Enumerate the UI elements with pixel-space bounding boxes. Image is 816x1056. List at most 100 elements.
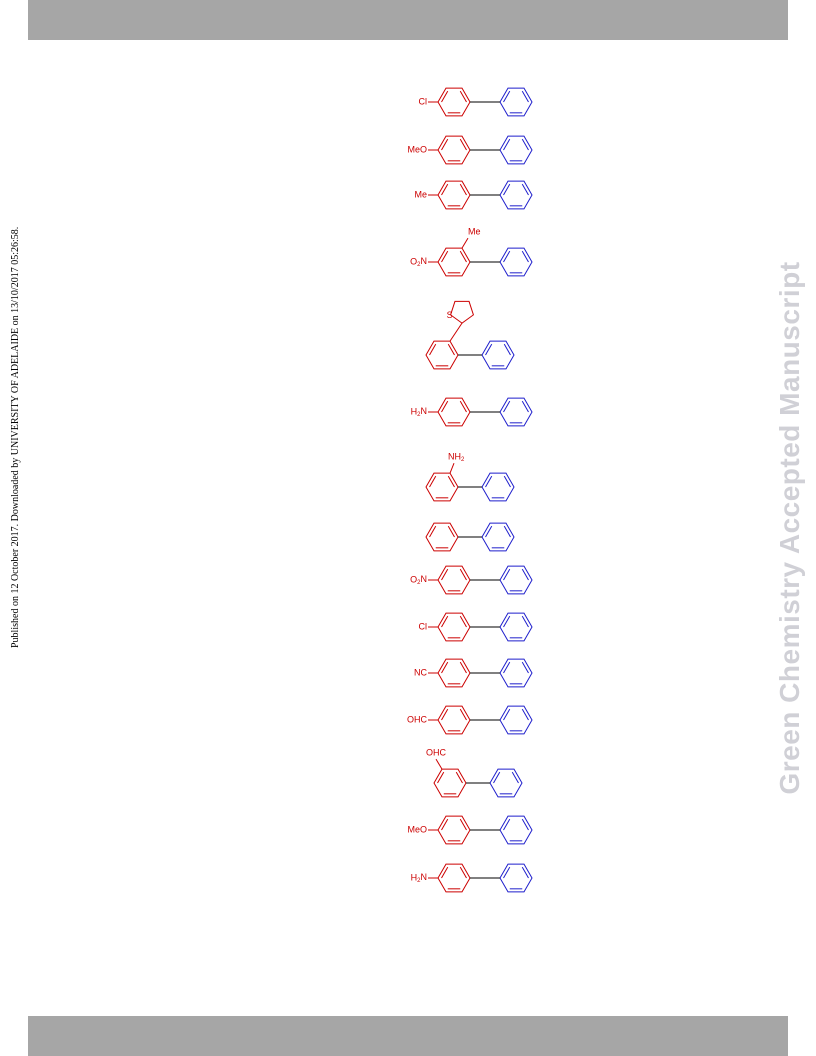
- red-ring-double-bond-2: [459, 661, 467, 674]
- red-ring-double-bond-1: [441, 138, 449, 151]
- heteroatom-label: S: [447, 310, 453, 320]
- meta-label: OHC: [426, 748, 447, 758]
- structure-5: S: [425, 300, 515, 370]
- red-ring-double-bond-2: [459, 183, 467, 196]
- blue-ring-double-bond-2: [521, 866, 529, 879]
- thiophene-ring: [449, 300, 475, 324]
- blue-ring: [481, 340, 515, 370]
- blue-ring-double-bond-2: [521, 138, 529, 151]
- structure-9: O2N: [410, 565, 533, 595]
- red-ring-double-bond-1: [441, 866, 449, 879]
- red-ring-double-bond-2: [459, 708, 467, 721]
- structure-10: Cl: [419, 612, 533, 642]
- blue-ring: [481, 472, 515, 502]
- red-ring: [437, 863, 471, 893]
- red-ring: [437, 705, 471, 735]
- blue-ring-double-bond-2: [503, 475, 511, 488]
- red-ring: [437, 565, 471, 595]
- red-ring: [437, 612, 471, 642]
- blue-ring-double-bond-2: [511, 771, 519, 784]
- substituent-label: Cl: [419, 96, 428, 106]
- blue-ring-double-bond-1: [503, 250, 511, 263]
- thienyl-bond: [449, 322, 463, 342]
- blue-ring-double-bond-2: [503, 525, 511, 538]
- blue-ring: [499, 87, 533, 117]
- structure-3: Me: [414, 180, 533, 210]
- red-ring-double-bond-1: [429, 343, 437, 356]
- red-ring-double-bond-1: [441, 661, 449, 674]
- red-ring-double-bond-1: [441, 818, 449, 831]
- blue-ring-double-bond-1: [503, 661, 511, 674]
- blue-ring-double-bond-1: [503, 183, 511, 196]
- red-ring-double-bond-2: [459, 400, 467, 413]
- structure-8: [425, 522, 515, 552]
- blue-ring: [499, 397, 533, 427]
- blue-ring-double-bond-1: [485, 343, 493, 356]
- meta-bond: [435, 758, 443, 770]
- substituent-label: NC: [414, 667, 427, 677]
- red-ring-double-bond-1: [441, 708, 449, 721]
- red-ring: [433, 768, 467, 798]
- structure-14: MeO: [407, 815, 533, 845]
- blue-ring-double-bond-2: [503, 343, 511, 356]
- red-ring: [437, 658, 471, 688]
- red-ring: [437, 397, 471, 427]
- substituent-label: H2N: [411, 406, 427, 417]
- blue-ring-double-bond-1: [503, 90, 511, 103]
- structure-1: Cl: [419, 87, 533, 117]
- blue-ring: [499, 658, 533, 688]
- blue-ring-double-bond-1: [503, 708, 511, 721]
- red-ring-double-bond-1: [441, 183, 449, 196]
- red-ring-double-bond-2: [459, 615, 467, 628]
- structure-13: OHC: [426, 748, 523, 798]
- red-ring-double-bond-2: [455, 771, 463, 784]
- ortho-label: Me: [468, 227, 481, 237]
- red-ring-double-bond-2: [459, 250, 467, 263]
- blue-ring-double-bond-1: [503, 138, 511, 151]
- blue-ring: [489, 768, 523, 798]
- red-ring-double-bond-2: [459, 90, 467, 103]
- blue-ring-double-bond-1: [503, 615, 511, 628]
- blue-ring-double-bond-1: [485, 525, 493, 538]
- blue-ring-double-bond-2: [521, 818, 529, 831]
- blue-ring-double-bond-2: [521, 250, 529, 263]
- red-ring-double-bond-1: [441, 615, 449, 628]
- red-ring-double-bond-2: [459, 818, 467, 831]
- blue-ring-double-bond-2: [521, 615, 529, 628]
- blue-ring: [481, 522, 515, 552]
- blue-ring: [499, 815, 533, 845]
- substituent-label: MeO: [407, 144, 427, 154]
- blue-ring-double-bond-2: [521, 90, 529, 103]
- blue-ring-double-bond-2: [521, 400, 529, 413]
- red-ring-double-bond-2: [447, 525, 455, 538]
- ortho-bond: [449, 462, 455, 474]
- red-ring-double-bond-2: [447, 475, 455, 488]
- substituent-label: O2N: [410, 574, 427, 585]
- blue-ring-double-bond-1: [503, 400, 511, 413]
- red-ring: [425, 340, 459, 370]
- structure-2: MeO: [407, 135, 533, 165]
- substituent-label: H2N: [411, 872, 427, 883]
- red-ring: [437, 247, 471, 277]
- blue-ring: [499, 565, 533, 595]
- red-ring: [437, 180, 471, 210]
- blue-ring-double-bond-1: [503, 568, 511, 581]
- blue-ring: [499, 180, 533, 210]
- substituent-label: MeO: [407, 824, 427, 834]
- blue-ring: [499, 247, 533, 277]
- red-ring-double-bond-2: [459, 138, 467, 151]
- red-ring: [437, 135, 471, 165]
- structure-12: OHC: [407, 705, 533, 735]
- blue-ring-double-bond-1: [503, 866, 511, 879]
- blue-ring-double-bond-1: [503, 818, 511, 831]
- ortho-bond: [461, 237, 469, 249]
- substituent-label: O2N: [410, 256, 427, 267]
- red-ring-double-bond-1: [429, 525, 437, 538]
- red-ring: [425, 472, 459, 502]
- red-ring-double-bond-1: [441, 90, 449, 103]
- red-ring-double-bond-2: [447, 343, 455, 356]
- substituent-label: Cl: [419, 621, 428, 631]
- substituent-label: Me: [414, 189, 427, 199]
- blue-ring: [499, 705, 533, 735]
